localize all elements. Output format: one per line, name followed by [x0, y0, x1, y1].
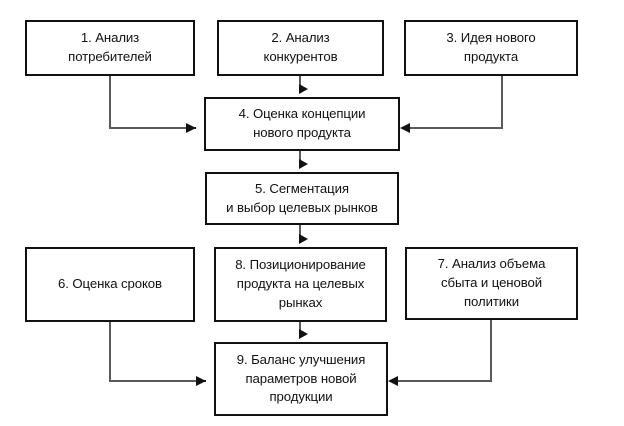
- edge-1-to-4: [109, 76, 195, 129]
- node-6-label: 6. Оценка сроков: [58, 276, 162, 292]
- node-3-new-product-idea[interactable]: 3. Идея нового продукта: [404, 20, 578, 76]
- node-8-positioning[interactable]: 8. Позиционирование продукта на целевых …: [214, 247, 387, 322]
- node-9-improvement-balance[interactable]: 9. Баланс улучшения параметров новой про…: [214, 342, 388, 416]
- edge-3-to-4: [410, 76, 503, 129]
- edge-6-to-9: [109, 322, 205, 382]
- node-6-timeline-estimate[interactable]: 6. Оценка сроков: [25, 247, 195, 322]
- node-4-concept-evaluation[interactable]: 4. Оценка концепции нового продукта: [204, 97, 400, 151]
- node-2-label: 2. Анализ конкурентов: [263, 30, 338, 64]
- node-8-label: 8. Позиционирование продукта на целевых …: [235, 257, 366, 310]
- node-3-label: 3. Идея нового продукта: [446, 30, 536, 64]
- node-7-sales-volume-pricing[interactable]: 7. Анализ объема сбыта и ценовой политик…: [405, 247, 578, 320]
- edge-7-to-9: [398, 320, 492, 382]
- node-2-competitor-analysis[interactable]: 2. Анализ конкурентов: [217, 20, 384, 76]
- node-5-segmentation[interactable]: 5. Сегментация и выбор целевых рынков: [205, 172, 399, 225]
- node-5-label: 5. Сегментация и выбор целевых рынков: [226, 180, 378, 215]
- node-7-label: 7. Анализ объема сбыта и ценовой политик…: [437, 256, 546, 309]
- node-4-label: 4. Оценка концепции нового продукта: [238, 106, 366, 140]
- node-9-label: 9. Баланс улучшения параметров новой про…: [236, 351, 366, 405]
- node-1-label: 1. Анализ потребителей: [68, 30, 152, 64]
- node-1-consumer-analysis[interactable]: 1. Анализ потребителей: [25, 20, 195, 76]
